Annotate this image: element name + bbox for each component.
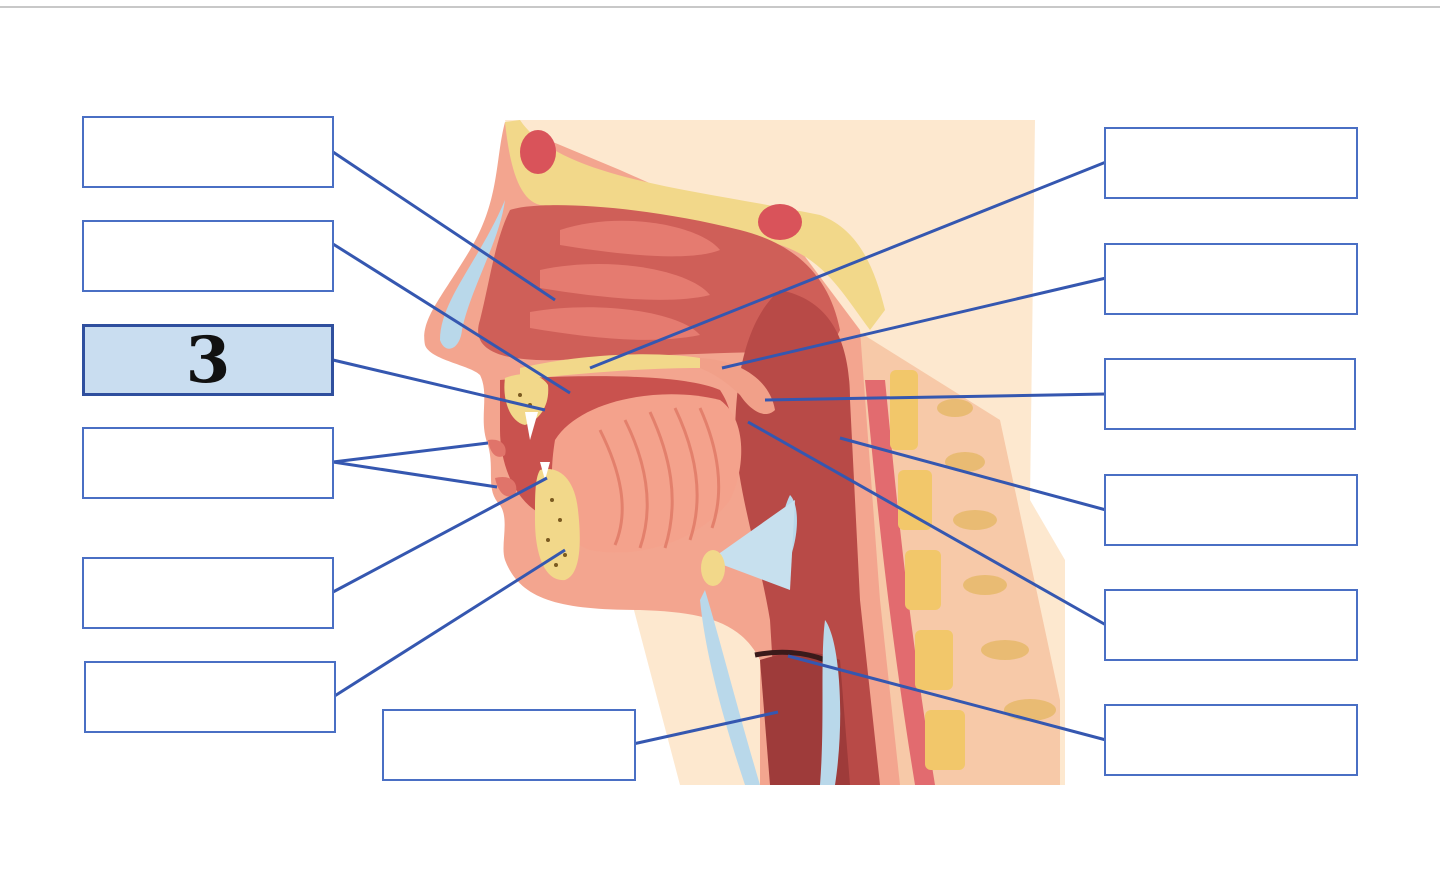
leader-line-L5 [332, 476, 548, 594]
leader-line-B1 [632, 710, 779, 746]
label-box-L6[interactable] [84, 661, 336, 733]
mandible [535, 469, 580, 581]
tongue [551, 394, 742, 553]
label-box-R2[interactable] [1104, 243, 1358, 315]
upper-lip [488, 439, 506, 457]
label-box-L4[interactable] [82, 427, 334, 499]
leader-line-L3 [332, 358, 546, 412]
frontal-sinus [520, 130, 556, 174]
hyoid-bone [701, 550, 725, 586]
nasal-concha-2 [540, 264, 710, 300]
leader-line-R1 [589, 160, 1107, 370]
vocal-fold [754, 649, 826, 663]
nasal-concha-3 [530, 307, 700, 340]
label-box-L3[interactable]: 3 [82, 323, 334, 398]
label-box-L1[interactable] [82, 116, 334, 188]
leader-line-L2 [332, 242, 571, 395]
leader-line-L6 [332, 548, 566, 699]
leader-line-L4a [332, 441, 489, 464]
label-box-L2[interactable] [82, 220, 334, 292]
nasal-cartilage [440, 200, 505, 349]
nasal-concha-1 [560, 220, 720, 257]
leader-line-L1 [332, 150, 556, 302]
sphenoid-sinus [758, 204, 802, 240]
esophagus-cartilage [820, 620, 841, 785]
larynx-cartilage [700, 590, 760, 785]
label-box-R1[interactable] [1104, 127, 1358, 199]
vertebrae [890, 370, 965, 770]
label-box-R5[interactable] [1104, 589, 1358, 661]
pharynx [735, 290, 880, 785]
top-border [0, 0, 1440, 8]
spinous-processes [937, 399, 1056, 721]
label-box-R6[interactable] [1104, 704, 1358, 776]
leader-line-R3 [764, 392, 1107, 402]
tongue-muscle-fibers [598, 407, 721, 549]
lower-teeth [540, 462, 550, 480]
leader-line-L4b [332, 460, 498, 489]
hyoid-ligament [710, 500, 795, 590]
bone-dots [518, 393, 567, 567]
leader-line-R4 [839, 436, 1107, 512]
lower-lip [495, 476, 517, 497]
label-box-R4[interactable] [1104, 474, 1358, 546]
leader-lines [332, 150, 1107, 746]
leader-line-R6 [787, 654, 1107, 742]
soft-palate [700, 358, 775, 415]
hard-palate [520, 354, 700, 380]
upper-teeth [525, 412, 538, 440]
leader-line-R5 [747, 420, 1107, 627]
label-box-B1[interactable] [382, 709, 636, 781]
leader-line-R2 [721, 276, 1107, 370]
label-box-L5[interactable] [82, 557, 334, 629]
label-box-R3[interactable] [1104, 358, 1356, 430]
